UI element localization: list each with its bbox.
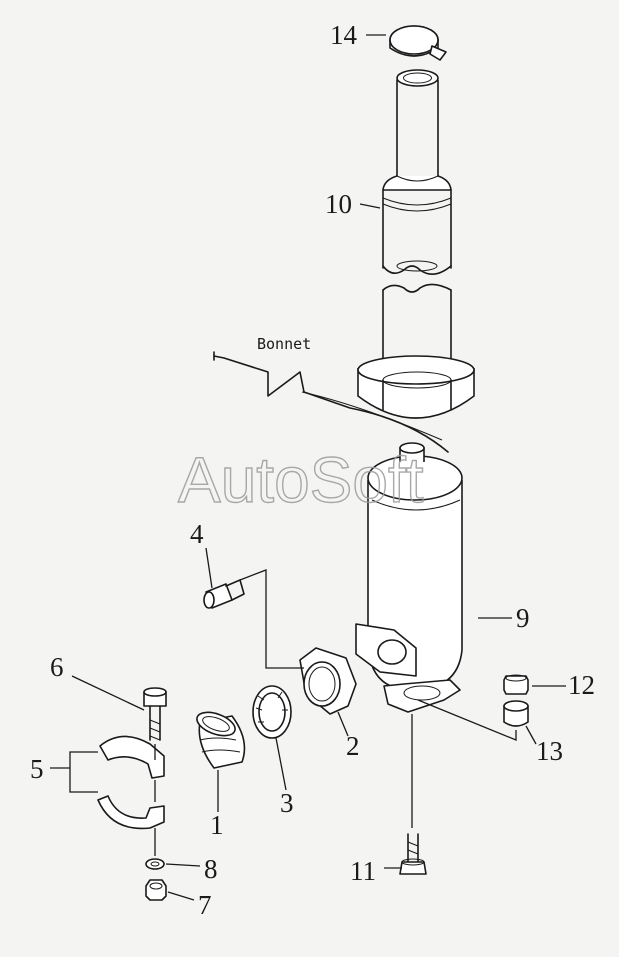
label-7: 7 [198,890,212,920]
label-11: 11 [350,856,376,886]
part-7-nut [145,879,167,901]
rain-cap [389,25,447,61]
label-4: 4 [190,519,204,549]
leader-lines [50,34,566,901]
part-8-washer [145,858,165,870]
label-3: 3 [280,788,294,818]
muffler [355,442,463,713]
exhaust-pipe-lower [357,283,475,419]
label-8: 8 [204,854,218,884]
label-2: 2 [346,731,360,761]
watermark: AutoSoft [178,444,424,516]
label-1: 1 [210,810,224,840]
part-2-gasket [299,647,357,715]
part-12-cap [503,674,529,695]
bonnet-outline [213,351,449,453]
part-3-ring [252,685,292,739]
label-5: 5 [30,754,44,784]
label-9: 9 [516,603,530,633]
part-11-bolt [399,833,427,875]
part-13-spacer [503,700,529,727]
bonnet-label: Bonnet [257,335,311,353]
part-labels: 14 10 9 4 6 5 2 3 1 8 7 11 12 13 [30,20,595,920]
label-13: 13 [536,736,563,766]
part-1-sleeve [196,711,246,769]
exhaust-pipe [382,69,452,275]
label-6: 6 [50,652,64,682]
label-10: 10 [325,189,352,219]
part-4-bolt [203,579,245,609]
part-5-clamp [97,735,165,830]
label-14: 14 [330,20,358,50]
part-6-bolt [143,687,167,741]
label-12: 12 [568,670,595,700]
